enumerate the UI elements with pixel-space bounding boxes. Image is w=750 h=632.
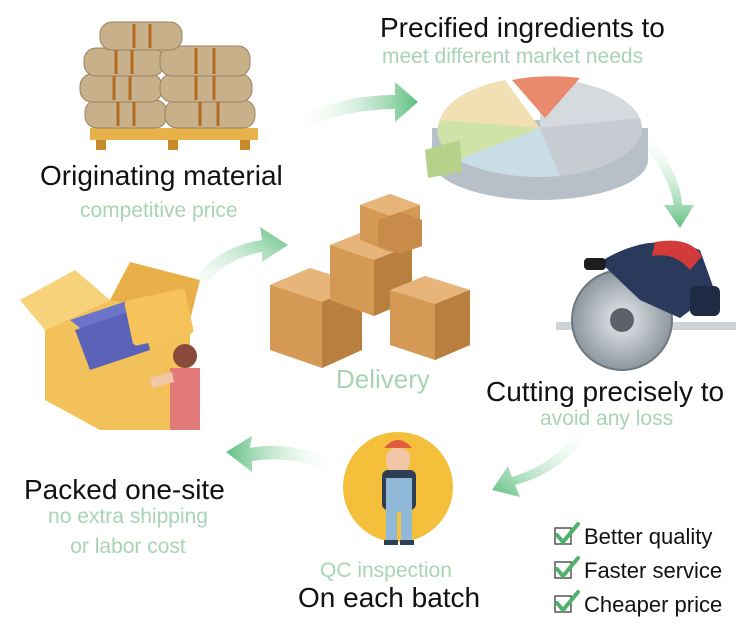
check-icon — [554, 522, 580, 614]
inspector-icon — [343, 432, 453, 545]
pie-chart-icon — [425, 76, 648, 200]
arrow-packed-to-delivery — [185, 227, 288, 298]
arrow-material-to-ingredients — [292, 82, 418, 132]
open-box-icon — [20, 262, 200, 430]
benefit-faster-service: Faster service — [576, 558, 722, 584]
arrow-qc-to-packed — [226, 436, 340, 472]
sack-pile-icon — [79, 21, 258, 150]
benefit-better-quality: Better quality — [576, 524, 712, 550]
benefit-label: Cheaper price — [584, 592, 723, 617]
delivery-title: Delivery — [336, 364, 430, 394]
arrow-cutting-to-qc — [492, 425, 590, 497]
ingredients-subtitle: meet different market needs — [382, 45, 644, 68]
benefit-label: Better quality — [584, 524, 713, 549]
check-mark-icon — [555, 590, 580, 614]
circular-saw-icon — [556, 240, 736, 371]
ingredients-title: Precified ingredients to — [380, 12, 665, 43]
cutting-subtitle: avoid any loss — [540, 407, 674, 430]
material-subtitle: competitive price — [80, 199, 238, 222]
arrow-ingredients-to-cutting — [636, 130, 694, 228]
check-mark-icon — [555, 522, 580, 546]
qc-title: On each batch — [298, 582, 481, 613]
cutting-title: Cutting precisely to — [486, 376, 725, 407]
benefit-label: Faster service — [584, 558, 723, 583]
qc-subtitle: QC inspection — [320, 559, 452, 582]
packed-title: Packed one-site — [24, 474, 225, 505]
packed-subtitle-line2: or labor cost — [70, 535, 186, 558]
benefit-cheaper-price: Cheaper price — [576, 592, 722, 618]
material-title: Originating material — [40, 160, 283, 191]
check-mark-icon — [555, 556, 580, 580]
boxes-stack-icon — [270, 194, 470, 368]
packed-subtitle-line1: no extra shipping — [48, 505, 208, 528]
